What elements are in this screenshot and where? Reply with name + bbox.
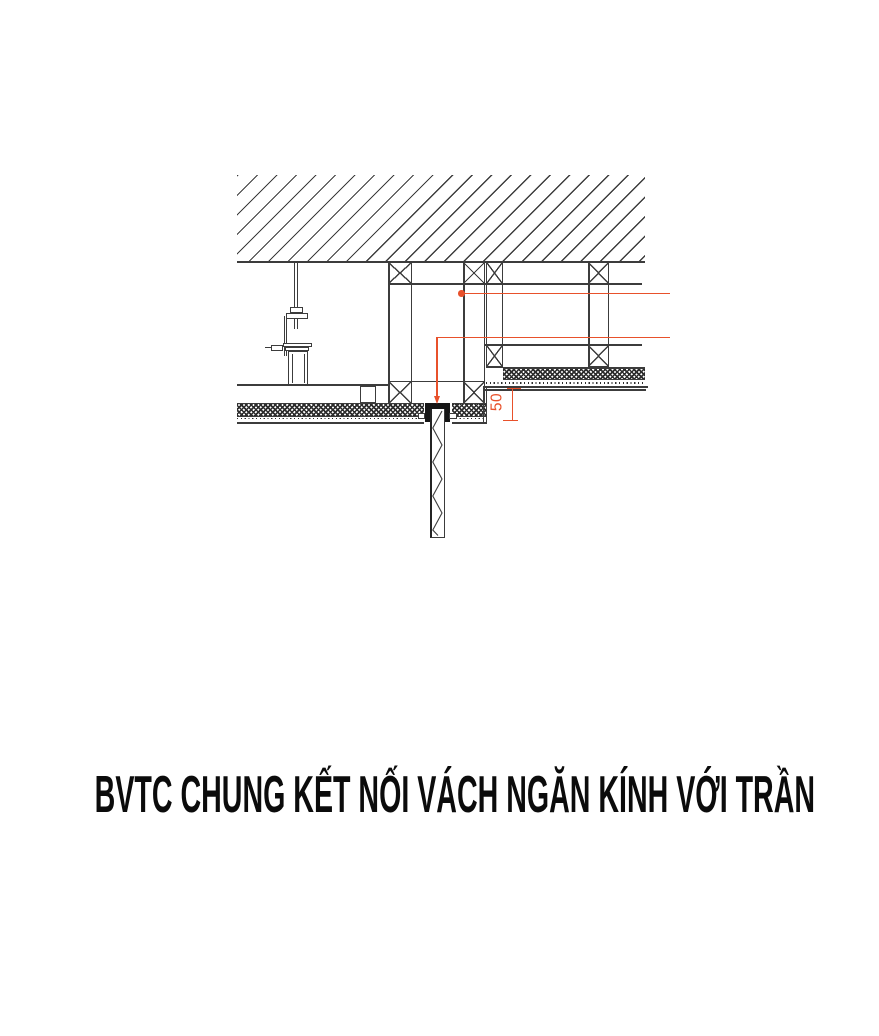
left-ceiling-gypsum-hatch-1 <box>237 403 424 417</box>
left-ceiling-dotted-line-1 <box>237 417 424 420</box>
glass-head-channel-wall-right <box>444 408 450 422</box>
left-ceiling-bottom-line-2 <box>451 422 486 425</box>
right-ceiling-bottom-line-2 <box>482 389 646 391</box>
framing-line-right-xbox-row-top <box>485 344 642 346</box>
right-ceiling-gypsum-hatch <box>502 368 645 381</box>
stud-a-wall-left <box>388 262 390 404</box>
hanger-nut-plate <box>285 313 308 319</box>
dimension-tick-bottom <box>503 419 518 421</box>
stud-d-bottom-xbox <box>588 344 609 367</box>
leader-2-arrowhead <box>434 395 441 404</box>
framing-line-under-top-xboxes <box>388 283 642 285</box>
left-ceiling-dotted-line-2 <box>451 417 486 420</box>
glass-head-tab-left <box>417 412 425 420</box>
stud-d-top-xbox <box>588 262 609 284</box>
drawing-title-text: BVTC CHUNG KẾT NỐI VÁCH NGĂN KÍNH VỚI TR… <box>94 766 816 824</box>
glass-panel <box>430 409 445 538</box>
right-ceiling-top-line <box>486 367 645 369</box>
main-runner-inner-left <box>291 354 293 383</box>
furring-channel-line <box>237 384 388 386</box>
stud-c-top-xbox <box>485 262 503 284</box>
right-ceiling-dotted-line <box>486 382 645 385</box>
dimension-tick-top <box>506 388 521 390</box>
hanger-side-tick <box>264 346 271 349</box>
furring-channel-section <box>360 385 376 403</box>
dimension-value: 50 <box>488 392 506 412</box>
hanger-nut-stem <box>290 307 303 313</box>
glass-zigzag-hatch <box>432 410 443 536</box>
hanger-clip-flange-top <box>282 343 312 348</box>
right-ceiling-bottom-line-1 <box>482 386 648 388</box>
stud-d-wall-left <box>588 262 590 368</box>
stud-d-wall-right <box>607 262 609 368</box>
stud-a-top-xbox <box>388 262 412 284</box>
stud-b-wall-left <box>463 262 465 404</box>
stud-a-bottom-xbox <box>388 381 412 404</box>
hanger-rod <box>293 261 298 329</box>
main-runner-inner-right <box>303 354 305 383</box>
glass-head-channel-cap <box>424 402 450 410</box>
dimension-line <box>512 389 514 421</box>
hanger-clip-flange-bottom <box>285 347 309 352</box>
left-ceiling-gypsum-hatch-2 <box>451 403 486 417</box>
stud-c-wall-left <box>485 262 488 368</box>
ceiling-step-edge <box>482 388 487 424</box>
left-ceiling-bottom-line-1 <box>237 422 424 425</box>
stud-b-wall-right <box>483 262 485 404</box>
stud-c-bottom-xbox <box>485 344 503 367</box>
stud-b-top-xbox <box>463 262 485 284</box>
glass-head-channel-wall-left <box>424 408 430 422</box>
dimension-label: 50 <box>486 389 510 416</box>
leader-2-line-vertical <box>436 336 438 397</box>
leader-1-line <box>461 292 670 295</box>
stud-a-wall-right <box>410 262 412 404</box>
glass-head-tab-right <box>449 412 457 420</box>
hanger-bracket-bar <box>283 316 288 356</box>
concrete-slab-hatch <box>237 175 645 263</box>
stud-c-wall-right <box>501 262 503 368</box>
hanger-side-tab <box>270 344 283 351</box>
leader-2-line-horizontal <box>436 336 670 339</box>
